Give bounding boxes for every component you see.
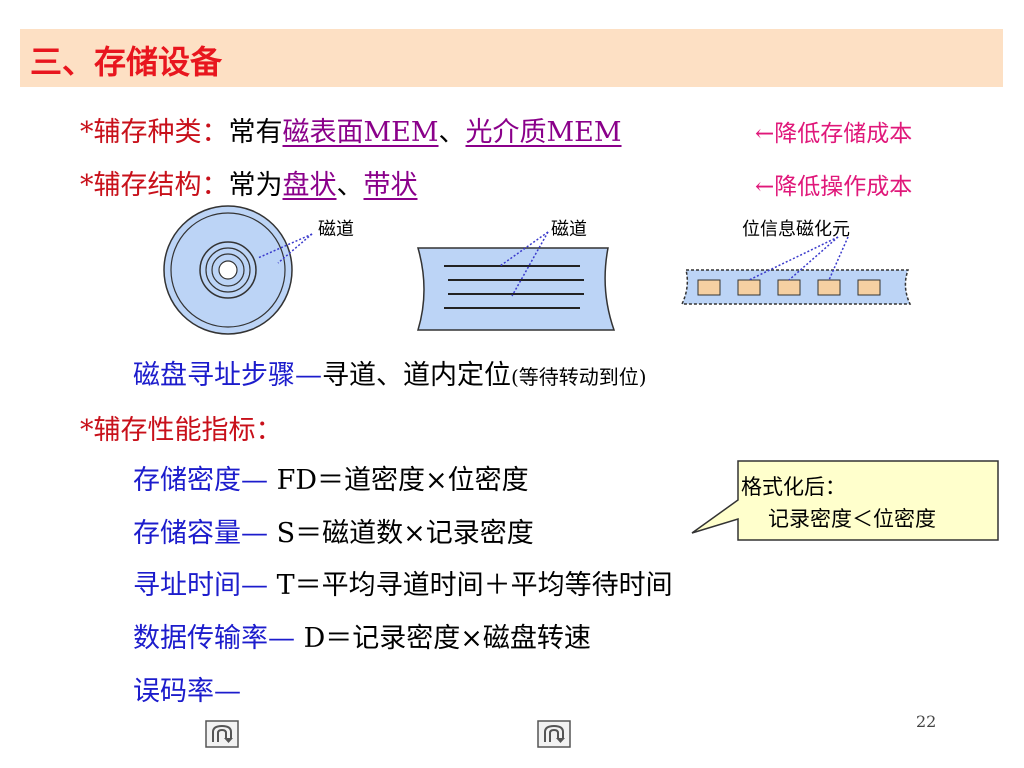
storage-diagram	[163, 205, 912, 335]
metric-transfer-rate-label: 数据传输率—	[133, 623, 295, 654]
bit-cell-label: 位信息磁化元	[742, 219, 850, 240]
slide-title: 三、存储设备	[30, 43, 223, 81]
magnetic-surface-link[interactable]: 磁表面MEM	[282, 117, 439, 148]
storage-types-prefix: 常有	[228, 117, 283, 148]
metric-capacity-label: 存储容量—	[133, 518, 268, 549]
disk-shape-link[interactable]: 盘状	[282, 170, 337, 201]
title-bar	[20, 29, 1003, 87]
metric-density-label: 存储密度—	[133, 465, 268, 496]
seek-steps-label: 磁盘寻址步骤—	[133, 360, 322, 391]
storage-cost-note: ←降低存储成本	[755, 121, 913, 147]
metric-transfer-rate-formula: D＝记录密度×磁盘转速	[303, 623, 591, 654]
metric-access-time: 寻址时间— T＝平均寻道时间＋平均等待时间	[133, 563, 673, 602]
callout-line-1: 格式化后：	[741, 475, 846, 499]
storage-structure-prefix: 常为	[228, 170, 283, 201]
page-number: 22	[916, 712, 937, 731]
tape-shape-link[interactable]: 带状	[363, 170, 418, 201]
storage-types-line: *辅存种类：常有磁表面MEM、光介质MEM	[80, 110, 622, 149]
disk-illustration	[163, 205, 313, 335]
return-icon[interactable]	[537, 720, 571, 748]
callout-line-2: 记录密度＜位密度	[768, 507, 936, 531]
metric-density: 存储密度— FD＝道密度×位密度	[133, 458, 529, 497]
metric-error-rate-label: 误码率—	[133, 676, 241, 707]
optical-medium-link[interactable]: 光介质MEM	[465, 117, 622, 148]
metric-error-rate: 误码率—	[133, 669, 241, 708]
bit-strip-illustration	[680, 236, 912, 305]
metric-capacity: 存储容量— S＝磁道数×记录密度	[133, 511, 534, 550]
metric-access-time-label: 寻址时间—	[133, 570, 268, 601]
metric-access-time-formula: T＝平均寻道时间＋平均等待时间	[276, 570, 673, 601]
tape-track-label: 磁道	[551, 219, 587, 240]
return-icon[interactable]	[205, 720, 239, 748]
tape-illustration	[416, 231, 616, 331]
seek-steps-paren: (等待转动到位)	[511, 365, 647, 389]
seek-steps-line: 磁盘寻址步骤—寻道、道内定位(等待转动到位)	[133, 353, 647, 392]
operation-cost-note: ←降低操作成本	[755, 174, 913, 200]
storage-structure-label: *辅存结构：	[80, 170, 229, 201]
disk-track-label: 磁道	[318, 219, 354, 240]
storage-types-label: *辅存种类：	[80, 117, 229, 148]
metric-capacity-formula: S＝磁道数×记录密度	[276, 518, 534, 549]
metric-transfer-rate: 数据传输率— D＝记录密度×磁盘转速	[133, 616, 591, 655]
callout-shape	[691, 460, 999, 541]
storage-types-sep: 、	[438, 117, 466, 148]
storage-structure-line: *辅存结构：常为盘状、带状	[80, 163, 418, 202]
storage-structure-sep: 、	[336, 170, 364, 201]
seek-steps-text: 寻道、道内定位	[322, 360, 511, 391]
metric-density-formula: FD＝道密度×位密度	[276, 465, 529, 496]
performance-heading: *辅存性能指标：	[80, 415, 283, 446]
